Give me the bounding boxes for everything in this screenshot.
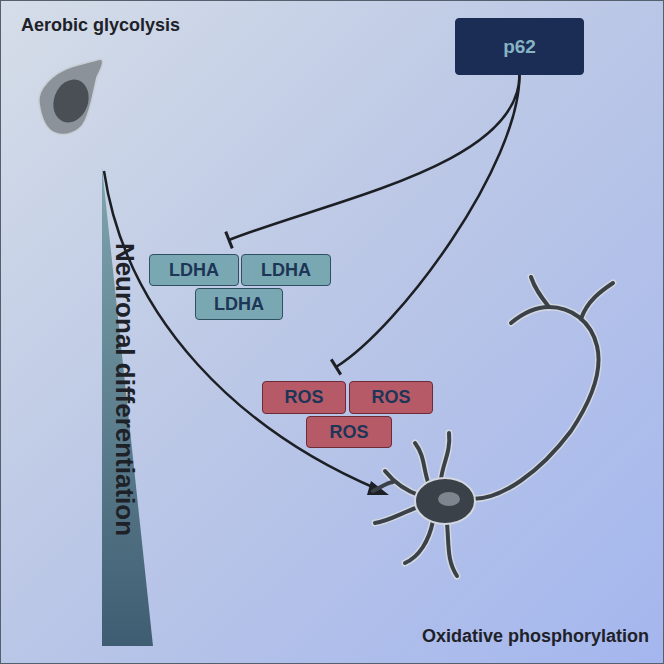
node-label: ROS — [329, 422, 368, 443]
stage-label: Aerobic glycolysis — [21, 15, 180, 36]
cell-nucleus — [48, 75, 95, 128]
gradient-wedge — [102, 167, 153, 646]
ros-box: ROS — [306, 416, 392, 448]
stage-label: Oxidative phosphorylation — [422, 626, 649, 647]
enzyme-box: LDHA — [241, 254, 331, 286]
ros-box: ROS — [349, 381, 433, 414]
node-label: LDHA — [169, 260, 219, 281]
differentiation-arrow — [104, 171, 377, 489]
axis-label: Neuronal differentiation — [110, 242, 141, 535]
protein-box: p62 — [455, 18, 584, 75]
node-label: p62 — [503, 36, 536, 58]
node-label: LDHA — [214, 294, 264, 315]
node-label: ROS — [284, 387, 323, 408]
cell-illustration — [39, 59, 103, 135]
node-label: ROS — [371, 387, 410, 408]
neuron-illustration — [373, 277, 613, 576]
enzyme-box: LDHA — [195, 288, 283, 320]
ros-box: ROS — [262, 381, 346, 414]
inhibition-connector — [331, 75, 519, 375]
node-label: LDHA — [261, 260, 311, 281]
inhibition-connector — [226, 75, 520, 248]
enzyme-box: LDHA — [149, 254, 239, 286]
